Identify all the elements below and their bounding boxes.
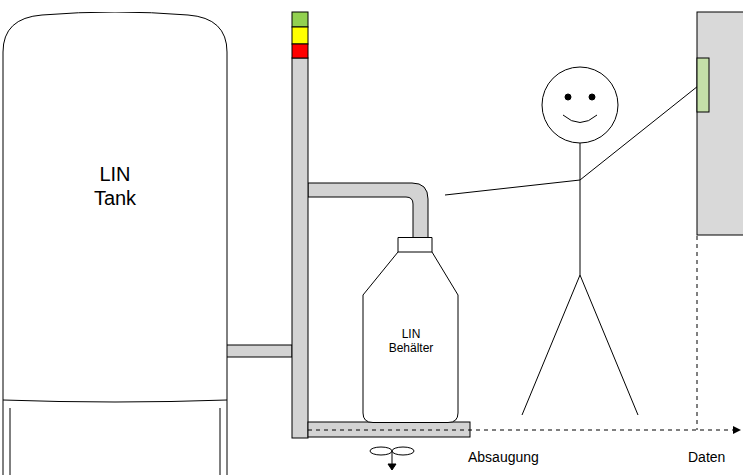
signal-light-yellow — [292, 27, 308, 44]
control-cabinet — [697, 12, 743, 235]
person-figure — [445, 67, 698, 415]
signal-light-red — [292, 44, 308, 58]
data-label: Daten — [688, 449, 725, 465]
pipe — [226, 345, 292, 357]
node-label: LIN Tank — [80, 162, 150, 210]
arrow-head — [733, 426, 741, 434]
node-outline — [2, 12, 228, 475]
data-line — [308, 236, 733, 430]
dewar-container: LIN Behälter — [362, 237, 459, 423]
touch-panel — [697, 58, 709, 112]
exhaust-label: Absaugung — [468, 449, 539, 465]
pipe — [308, 183, 428, 238]
column — [292, 58, 308, 438]
signal-light-green — [292, 12, 308, 27]
storage-tank: LIN Tank — [2, 12, 228, 475]
node-label: LIN Behälter — [381, 327, 441, 356]
fan-symbol — [370, 447, 414, 470]
